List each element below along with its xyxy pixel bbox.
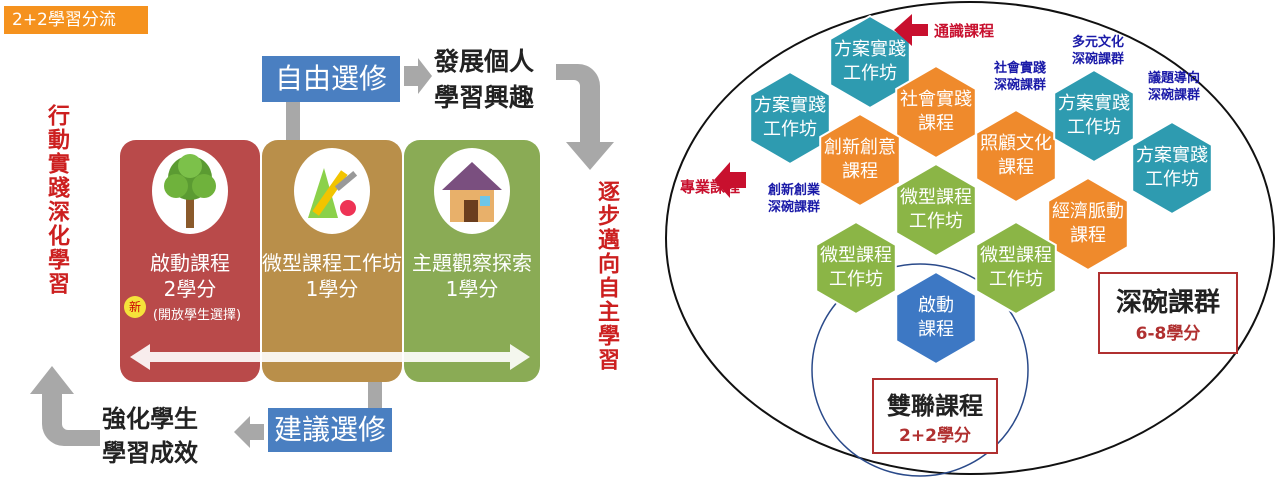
suggested-elective-box: 建議選修	[268, 408, 392, 452]
double-arrow	[130, 344, 530, 370]
arrow-curve-down	[556, 64, 614, 170]
hex-group	[749, 14, 1213, 366]
section-tag: 2+2學習分流	[4, 6, 148, 34]
professional-course-label: 專業課程	[680, 178, 741, 196]
vertical-label-deepen: 行動實踐深化學習	[44, 104, 69, 296]
general-course-label: 通識課程	[934, 22, 995, 40]
tree-icon	[152, 148, 228, 234]
panel-theme-title: 主題觀察探索	[412, 251, 532, 275]
vertical-label-autonomous: 逐步邁向自主學習	[594, 180, 619, 372]
panel-startup-note: (開放學生選擇)	[152, 308, 242, 323]
panel-theme-credit: 1學分	[445, 277, 499, 301]
panel-micro-credit: 1學分	[305, 277, 359, 301]
panel-micro-workshop: 微型課程工作坊 1學分	[262, 140, 402, 382]
new-badge: 新	[124, 296, 146, 318]
arrow-to-interest	[404, 58, 432, 94]
hex-5	[1053, 68, 1135, 164]
innovation-cluster-label: 創新創業深碗課群	[767, 183, 820, 215]
issue-cluster-label: 議題導向深碗課群	[1147, 71, 1200, 103]
hex-6	[1131, 120, 1213, 216]
deep-cluster-box: 深碗課群 6-8學分	[1098, 272, 1238, 354]
hex-10	[975, 220, 1057, 316]
panel-micro-title: 微型課程工作坊	[262, 251, 402, 275]
strengthen-text: 強化學生 學習成效	[102, 405, 198, 467]
panel-startup-credit: 2學分	[163, 277, 217, 301]
arrow-curve-up	[30, 366, 100, 446]
arrow-to-strengthen	[234, 416, 264, 448]
hex-4	[975, 108, 1057, 204]
social-cluster-label: 社會實踐深碗課群	[993, 61, 1046, 93]
inner-circle	[811, 263, 1029, 477]
interest-text: 發展個人 學習興趣	[434, 47, 535, 112]
panel-theme-explore: 主題觀察探索 1學分	[404, 140, 540, 382]
panel-startup: 啟動課程 2學分 新 (開放學生選擇)	[120, 140, 260, 382]
house-icon	[434, 148, 510, 234]
arrow-professional	[714, 162, 746, 198]
flow-arrows	[30, 58, 614, 448]
hex-3	[819, 112, 901, 208]
course-map	[665, 1, 1275, 477]
free-elective-box: 自由選修	[262, 56, 400, 102]
arrow-general	[894, 14, 928, 46]
hex-1	[749, 70, 831, 166]
panel-startup-title: 啟動課程	[150, 251, 230, 275]
tools-icon	[294, 148, 370, 234]
dual-course-box: 雙聯課程 2+2學分	[872, 378, 998, 454]
hex-9	[815, 220, 897, 316]
hex-2	[895, 64, 977, 160]
hex-11	[895, 270, 977, 366]
stem-top	[286, 100, 300, 140]
hex-8	[1047, 176, 1129, 272]
stem-bottom	[368, 382, 382, 414]
outer-ellipse	[665, 1, 1275, 475]
hex-7	[895, 162, 977, 258]
multi-cluster-label: 多元文化深碗課群	[1071, 35, 1124, 67]
